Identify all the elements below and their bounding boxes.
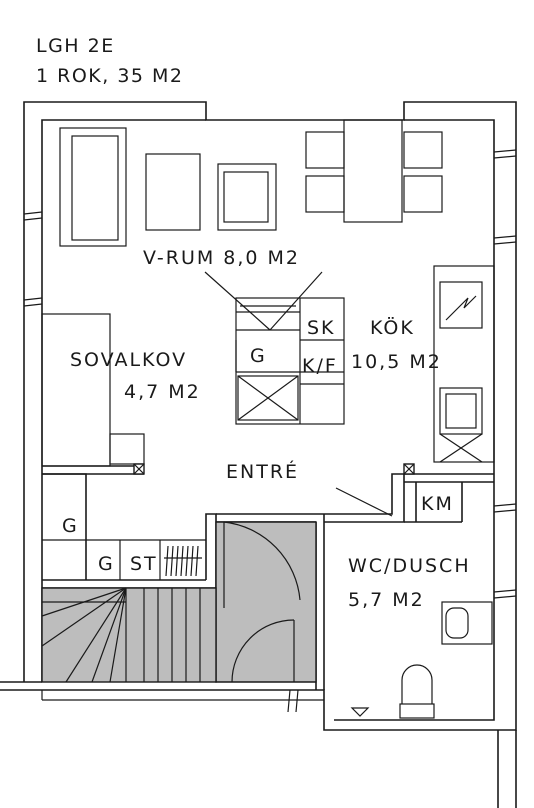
room-area-sovalkov: 4,7 M2 xyxy=(124,381,201,403)
armchair xyxy=(145,153,201,231)
room-label-vrum: V-RUM 8,0 M2 xyxy=(143,247,300,269)
fixture-label-km: KM xyxy=(421,493,454,515)
floor-drain-icon xyxy=(350,707,370,717)
fixture-label-kf: K/F xyxy=(302,355,338,377)
room-area-kok: 10,5 M2 xyxy=(351,351,442,373)
room-label-kok: KÖK xyxy=(370,316,415,339)
area-marker-right xyxy=(269,271,323,331)
hanger-rail xyxy=(164,545,202,577)
room-label-sovalkov: SOVALKOV xyxy=(70,349,187,371)
tv-bench xyxy=(217,163,277,231)
room-label-entre: ENTRÉ xyxy=(226,460,299,483)
toilet xyxy=(399,664,435,719)
outer-walls xyxy=(0,101,517,808)
room-label-wc: WC/DUSCH xyxy=(348,555,471,577)
stairwell xyxy=(215,521,317,683)
interior-walls xyxy=(42,463,494,690)
fixture-label-st: ST xyxy=(130,553,158,575)
kitchen-island xyxy=(235,297,345,425)
apartment-id: LGH 2E xyxy=(36,35,115,57)
fixture-label-g-small: G xyxy=(98,553,115,575)
area-marker-left xyxy=(204,271,271,331)
dining-table xyxy=(305,119,443,223)
fixture-label-sk: SK xyxy=(307,317,336,339)
staircase xyxy=(41,587,217,683)
room-area-wc: 5,7 M2 xyxy=(348,589,425,611)
apartment-summary: 1 ROK, 35 M2 xyxy=(36,65,184,87)
kitchen-counter xyxy=(433,265,495,463)
washbasin xyxy=(441,601,493,645)
fixture-label-g-kitchen: G xyxy=(250,345,267,367)
sofa xyxy=(59,127,127,247)
fixture-label-g-closet: G xyxy=(62,515,79,537)
